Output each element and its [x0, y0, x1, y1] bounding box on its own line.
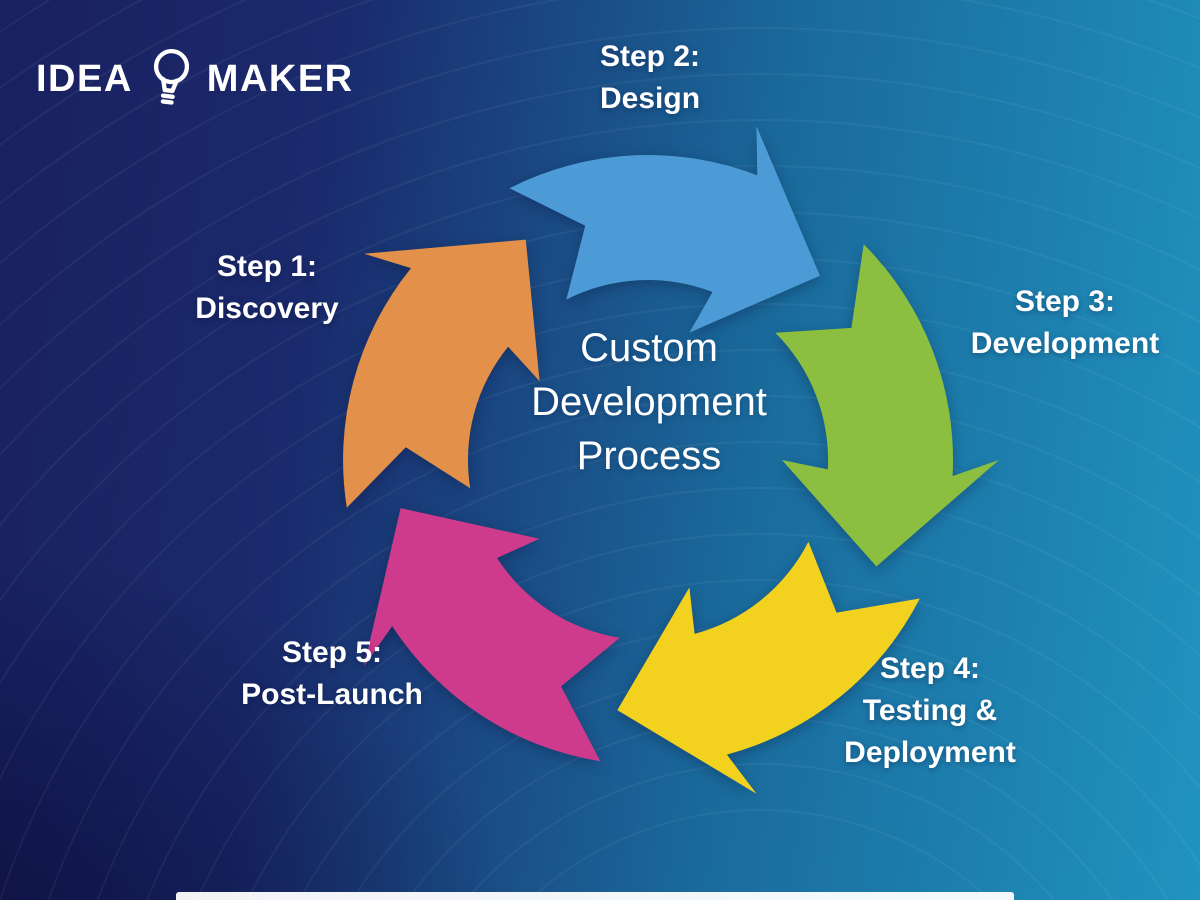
- step-4-title: Step 4:: [879, 652, 981, 685]
- step-1-name: Discovery: [195, 292, 339, 325]
- step-3-name: Development: [970, 327, 1160, 360]
- title-line: Process: [576, 434, 722, 478]
- diagram-title: Custom Development Process: [531, 321, 767, 483]
- arrow-step-4: [617, 541, 920, 794]
- step-2-name: Design: [600, 82, 701, 115]
- logo-text-idea: IDEA: [36, 58, 133, 100]
- step-3-title: Step 3:: [1014, 285, 1116, 318]
- title-line: Custom: [580, 326, 718, 370]
- arrow-step-3: [775, 244, 999, 567]
- step-1-title: Step 1:: [216, 250, 318, 283]
- step-1-label: Step 1: Discovery: [195, 246, 338, 330]
- step-2-label: Step 2: Design: [600, 36, 700, 120]
- step-5-label: Step 5: Post-Launch: [241, 632, 423, 716]
- step-5-name: Post-Launch: [241, 678, 423, 711]
- step-4-name: Testing &: [862, 694, 998, 727]
- title-line: Development: [531, 380, 767, 424]
- lightbulb-icon: [143, 42, 197, 116]
- step-3-label: Step 3: Development: [971, 281, 1159, 365]
- arrow-step-5: [364, 508, 620, 762]
- bottom-accent-bar: [176, 892, 1014, 900]
- step-5-title: Step 5:: [281, 636, 383, 669]
- step-2-title: Step 2:: [600, 40, 701, 73]
- step-4-name-2: Deployment: [844, 736, 1016, 769]
- arrow-step-2: [509, 126, 820, 333]
- logo: IDEA MAKER: [36, 42, 354, 116]
- logo-text-maker: MAKER: [206, 58, 354, 100]
- step-4-label: Step 4: Testing & Deployment: [844, 648, 1016, 774]
- arrow-step-1: [343, 239, 540, 508]
